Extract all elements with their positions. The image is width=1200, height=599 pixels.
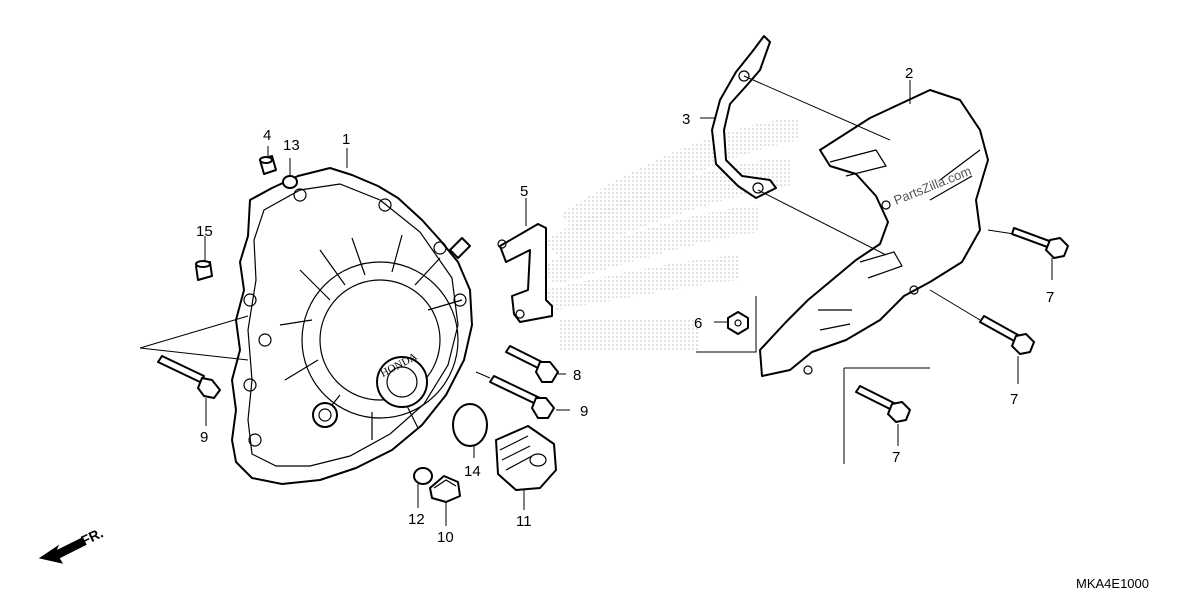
callout-14: 14: [464, 463, 481, 480]
o-ring-14: [452, 403, 488, 447]
callout-1: 1: [342, 131, 350, 148]
timing-hole-plug: [429, 475, 461, 503]
crankshaft-hole-cap: [495, 425, 557, 491]
flange-bolt-7-middle: [979, 315, 1035, 355]
flange-bolt-8: [505, 345, 559, 383]
callout-4: 4: [263, 127, 271, 144]
callout-15: 15: [196, 223, 213, 240]
flange-bolt-7-lower: [855, 385, 911, 423]
sealing-washer-12: [413, 467, 433, 485]
wire-bracket: [497, 223, 553, 323]
dowel-pin-15: [195, 260, 213, 281]
callout-8: 8: [573, 367, 581, 384]
callout-5: 5: [520, 183, 528, 200]
flange-nut: [727, 311, 749, 335]
dowel-pin: [259, 155, 277, 175]
callout-12: 12: [408, 511, 425, 528]
callout-11: 11: [516, 513, 532, 530]
diagram-code: MKA4E1000: [1076, 576, 1149, 591]
callout-13: 13: [283, 137, 300, 154]
sprocket-cover: PartsZilla.com: [759, 89, 989, 377]
callout-9-middle: 9: [580, 403, 588, 420]
leader-lines: [139, 75, 1053, 526]
front-direction-indicator: FR.: [38, 524, 106, 564]
callout-3: 3: [682, 111, 690, 128]
callout-2: 2: [905, 65, 913, 82]
cover-bracket: [711, 35, 777, 199]
flange-bolt-9: [489, 375, 555, 419]
left-crankcase-cover: HONDA: [231, 167, 473, 485]
flange-bolt-left: [157, 355, 221, 399]
callout-10: 10: [437, 529, 454, 546]
callout-6: 6: [694, 315, 702, 332]
background-wing-logo: [540, 118, 970, 350]
flange-bolt-7-upper: [1011, 227, 1069, 259]
callout-labels: 1 2 3 4 5 6 7 7 7 8 9 9 10 11 12 13 14 1…: [196, 65, 1054, 546]
o-ring-13: [282, 175, 298, 189]
callout-9-left: 9: [200, 429, 208, 446]
front-arrow-icon: [38, 537, 86, 564]
callout-7-upper: 7: [1046, 289, 1054, 306]
callout-7-lower: 7: [892, 449, 900, 466]
callout-7-middle: 7: [1010, 391, 1018, 408]
